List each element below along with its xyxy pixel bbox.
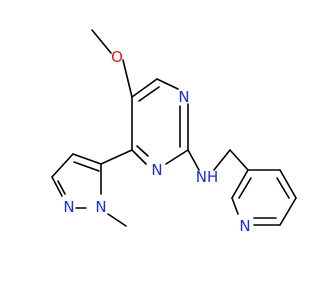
bond-n3-c4 [131,149,147,165]
bond-c2-n3 [165,149,189,165]
bond-o-c5 [122,59,133,98]
bond-py-c2-c3 [231,169,249,199]
atom-pyrazole-n1: N [95,198,106,216]
atom-pyridine-n: N [239,217,250,235]
bond-pz-c3-n2-inner [57,180,66,195]
bond-pz-c4-c3 [51,153,74,178]
bond-c5-c6 [131,78,158,98]
bond-c5-c6-inner [138,86,160,102]
bond-n3-c4-inner [136,145,149,157]
bond-py-c4-c5 [279,169,297,199]
atom-labels: O N N NH N N N [63,48,250,235]
bond-py-c4-c5-inner [276,177,290,199]
atom-pyrimidine-n3: N [151,161,162,179]
bond-c4-pyrazole [100,149,133,165]
atom-pyrazole-n2: N [63,198,74,216]
bond-pz-c3-n2 [51,176,63,197]
atom-ether-oxygen: O [111,48,123,66]
molecule-diagram: O N N NH N N N [51,29,297,235]
bond-c2-nh [187,149,200,171]
atom-pyrimidine-n1: N [178,88,189,106]
bond-c6-n1 [156,78,179,90]
bond-pz-c5-c4-inner [73,161,100,172]
bond-pz-c5-c4 [72,153,102,165]
bonds [51,29,297,227]
bond-methyl-o [91,29,112,54]
atom-amine-nh: NH [196,168,219,186]
bond-ch2-pyridine [229,149,249,171]
bond-py-n-c2 [231,197,239,215]
bond-n1-methyl [107,213,127,227]
bond-py-c2-c3-inner [238,177,252,199]
bond-py-c5-c6 [279,197,297,226]
bond-nh-ch2 [213,149,231,171]
